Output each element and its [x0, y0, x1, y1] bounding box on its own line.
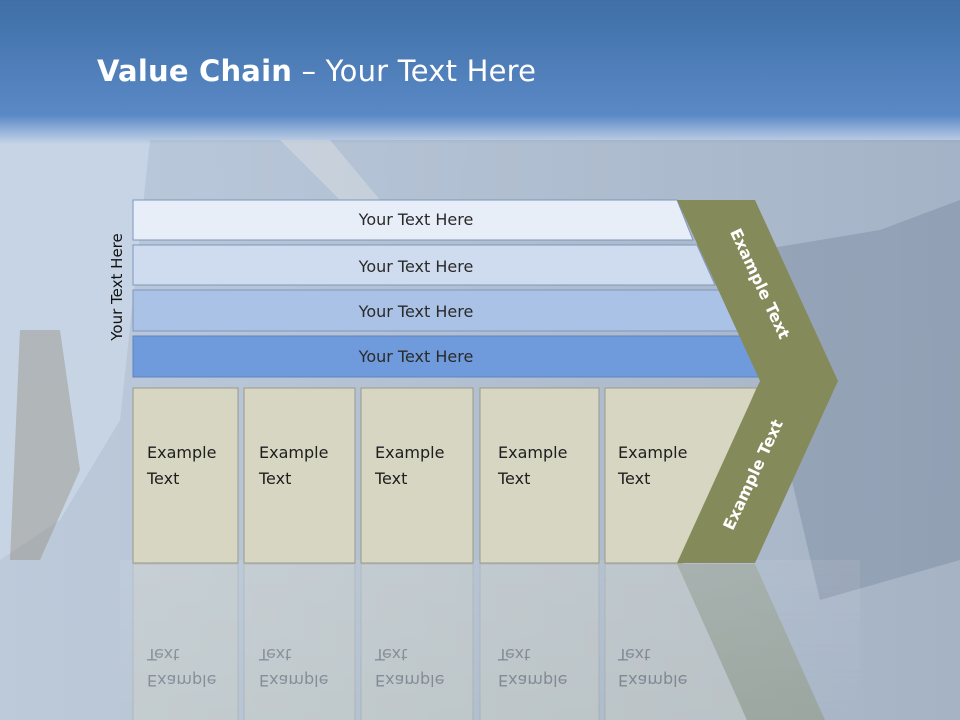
bar-3-label: Your Text Here — [358, 302, 474, 321]
bar-2-label: Your Text Here — [358, 257, 474, 276]
title-bold: Value Chain — [97, 54, 293, 88]
box-1[interactable] — [132, 387, 239, 564]
slide-title: Value Chain – Your Text Here — [97, 54, 536, 88]
bar-4-label: Your Text Here — [358, 347, 474, 366]
box-3[interactable] — [360, 387, 474, 564]
box-4-line1: Example — [498, 443, 567, 462]
bar-1-label: Your Text Here — [358, 210, 474, 229]
box-4[interactable] — [479, 387, 600, 564]
chevron-arrow[interactable] — [677, 200, 838, 563]
title-rest: – Your Text Here — [292, 54, 537, 88]
box-1-line1: Example — [147, 443, 216, 462]
box-2-line2: Text — [258, 469, 291, 488]
box-5-line1: Example — [618, 443, 687, 462]
box-2[interactable] — [243, 387, 356, 564]
box-5-line2: Text — [617, 469, 650, 488]
box-3-line1: Example — [375, 443, 444, 462]
bar-2[interactable] — [132, 244, 716, 286]
box-1-line2: Text — [146, 469, 179, 488]
box-4-line2: Text — [497, 469, 530, 488]
bar-1[interactable] — [132, 199, 694, 241]
box-2-line1: Example — [259, 443, 328, 462]
box-3-line2: Text — [374, 469, 407, 488]
